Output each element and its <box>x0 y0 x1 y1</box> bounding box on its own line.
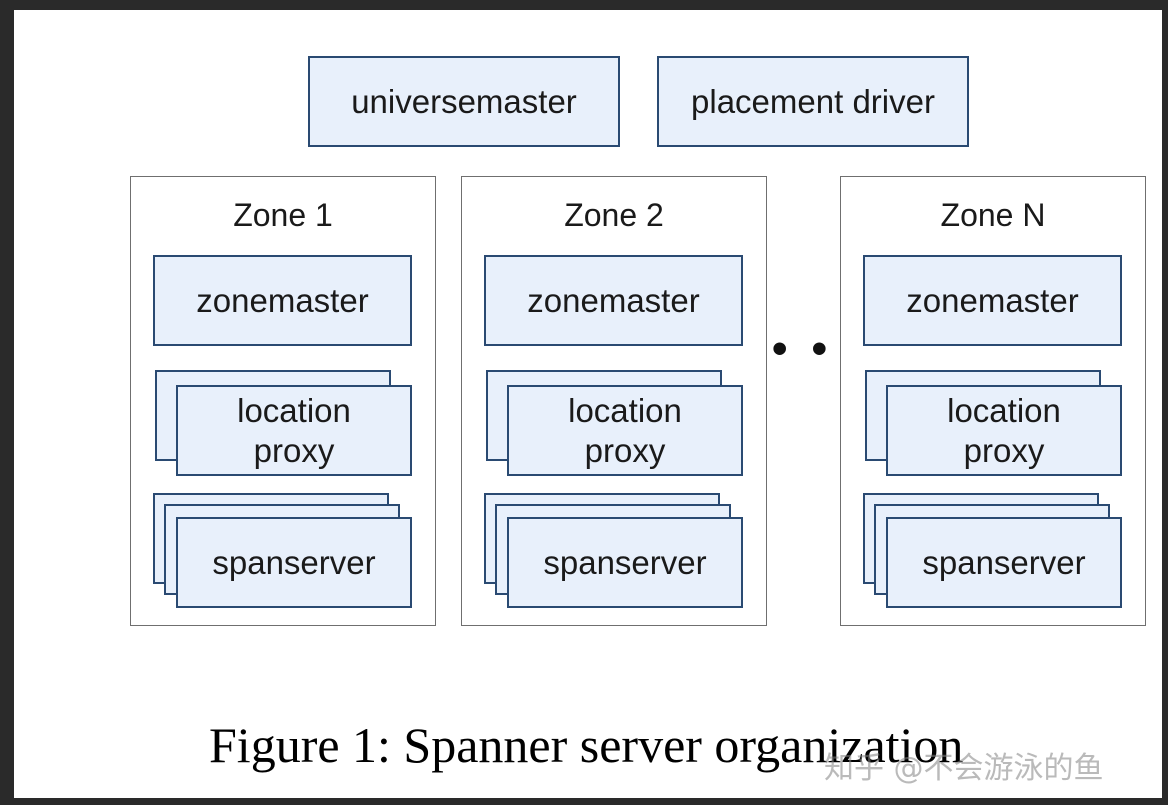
diagram-canvas: universemaster placement driver Zone 1 z… <box>14 10 1162 798</box>
zone-1: Zone 1 zonemaster location proxy spanser… <box>130 176 436 626</box>
zone-1-zonemaster-label: zonemaster <box>196 281 369 319</box>
zone-2: Zone 2 zonemaster location proxy spanser… <box>461 176 767 626</box>
zone-2-zonemaster-label: zonemaster <box>527 281 700 319</box>
zone-2-spanserver-label: spanserver <box>543 543 707 581</box>
zone-n-location-label: location <box>947 391 1061 429</box>
zone-n-zonemaster-box: zonemaster <box>863 255 1122 346</box>
zone-2-title: Zone 2 <box>564 197 664 233</box>
zone-1-location-label: location <box>237 391 351 429</box>
zone-n-spanserver-box: spanserver <box>886 517 1122 608</box>
zone-n-zonemaster-label: zonemaster <box>906 281 1079 319</box>
zone-n: Zone N zonemaster location proxy spanser… <box>840 176 1146 626</box>
zone-n-location-proxy-box: location proxy <box>886 385 1122 476</box>
zone-n-spanserver-label: spanserver <box>922 543 1086 581</box>
watermark: 知乎 @不会游泳的鱼 <box>824 751 1104 786</box>
zone-2-location-label: location <box>568 391 682 429</box>
placement-driver-label: placement driver <box>691 82 935 120</box>
zone-1-location-proxy-box: location proxy <box>176 385 412 476</box>
zone-2-zonemaster-box: zonemaster <box>484 255 743 346</box>
zone-1-zonemaster-box: zonemaster <box>153 255 412 346</box>
zone-2-proxy-label: proxy <box>584 431 666 469</box>
universemaster-label: universemaster <box>351 82 577 120</box>
zone-2-spanserver-box: spanserver <box>507 517 743 608</box>
figure-caption: Figure 1: Spanner server organization <box>209 717 964 773</box>
universemaster-box: universemaster <box>308 56 620 147</box>
zone-1-proxy-label: proxy <box>253 431 335 469</box>
zone-1-title: Zone 1 <box>233 197 333 233</box>
zone-1-spanserver-box: spanserver <box>176 517 412 608</box>
zone-n-proxy-label: proxy <box>963 431 1045 469</box>
zone-2-location-proxy-box: location proxy <box>507 385 743 476</box>
zone-n-title: Zone N <box>940 197 1046 233</box>
placement-driver-box: placement driver <box>657 56 969 147</box>
zone-1-spanserver-label: spanserver <box>212 543 376 581</box>
